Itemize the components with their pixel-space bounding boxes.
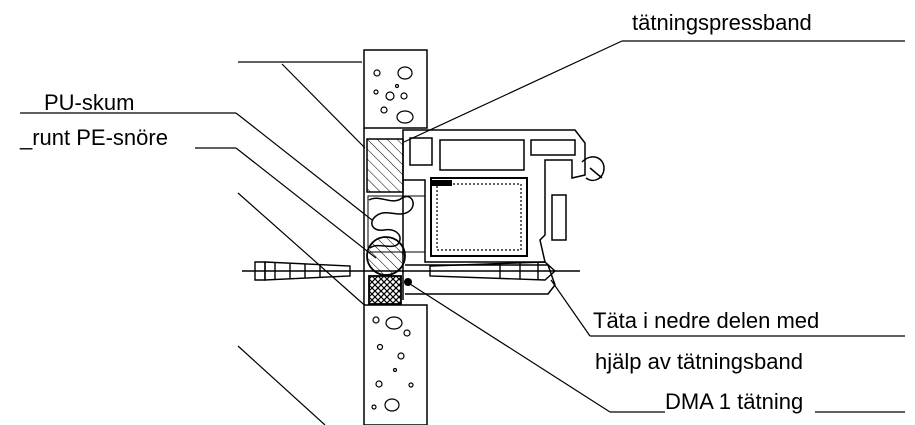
pe-cord <box>366 236 406 276</box>
bottom-seal-block <box>368 275 402 305</box>
label-tata-line2: hjälp av tätningsband <box>595 349 803 374</box>
wall-break-lines <box>237 61 371 425</box>
anchor-bolt <box>242 261 580 281</box>
label-tatningspressband: tätningspressband <box>632 10 812 35</box>
label-pe-snore: _runt PE-snöre <box>20 125 168 150</box>
label-tata-line1: Täta i nedre delen med <box>593 308 820 333</box>
concrete-wall-lower <box>363 304 428 425</box>
window-frame-profile <box>402 129 605 300</box>
label-pu-skum: PU-skum <box>44 90 135 115</box>
sealing-compression-tape <box>366 138 404 193</box>
leader-lines <box>20 40 905 413</box>
sash-block <box>430 177 528 257</box>
label-dma: DMA 1 tätning <box>665 389 804 414</box>
concrete-wall-upper <box>363 49 428 129</box>
